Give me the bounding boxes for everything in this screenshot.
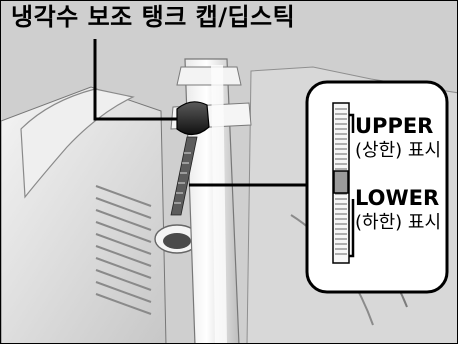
upper-mark-label: UPPER [355,114,434,138]
reservoir-neck [163,233,191,249]
lower-mark-label: LOWER [355,186,440,210]
lower-mark-description: (하한) 표시 [355,212,442,233]
dipstick-shaft [170,136,198,216]
dipstick-range-band [333,170,349,194]
dipstick-marks [174,152,191,204]
fork-clamp [176,66,242,86]
upper-leader-line [349,113,355,133]
fork-highlight [211,65,227,343]
page-title: 냉각수 보조 탱크 캡/딥스틱 [11,3,296,31]
upper-mark-description: (상한) 표시 [355,140,442,161]
fairing-piece [20,88,135,199]
lower-leader-line [349,199,355,258]
reservoir-cap [176,101,210,136]
title-leader-line [93,39,177,121]
radiator-fins [95,185,152,315]
